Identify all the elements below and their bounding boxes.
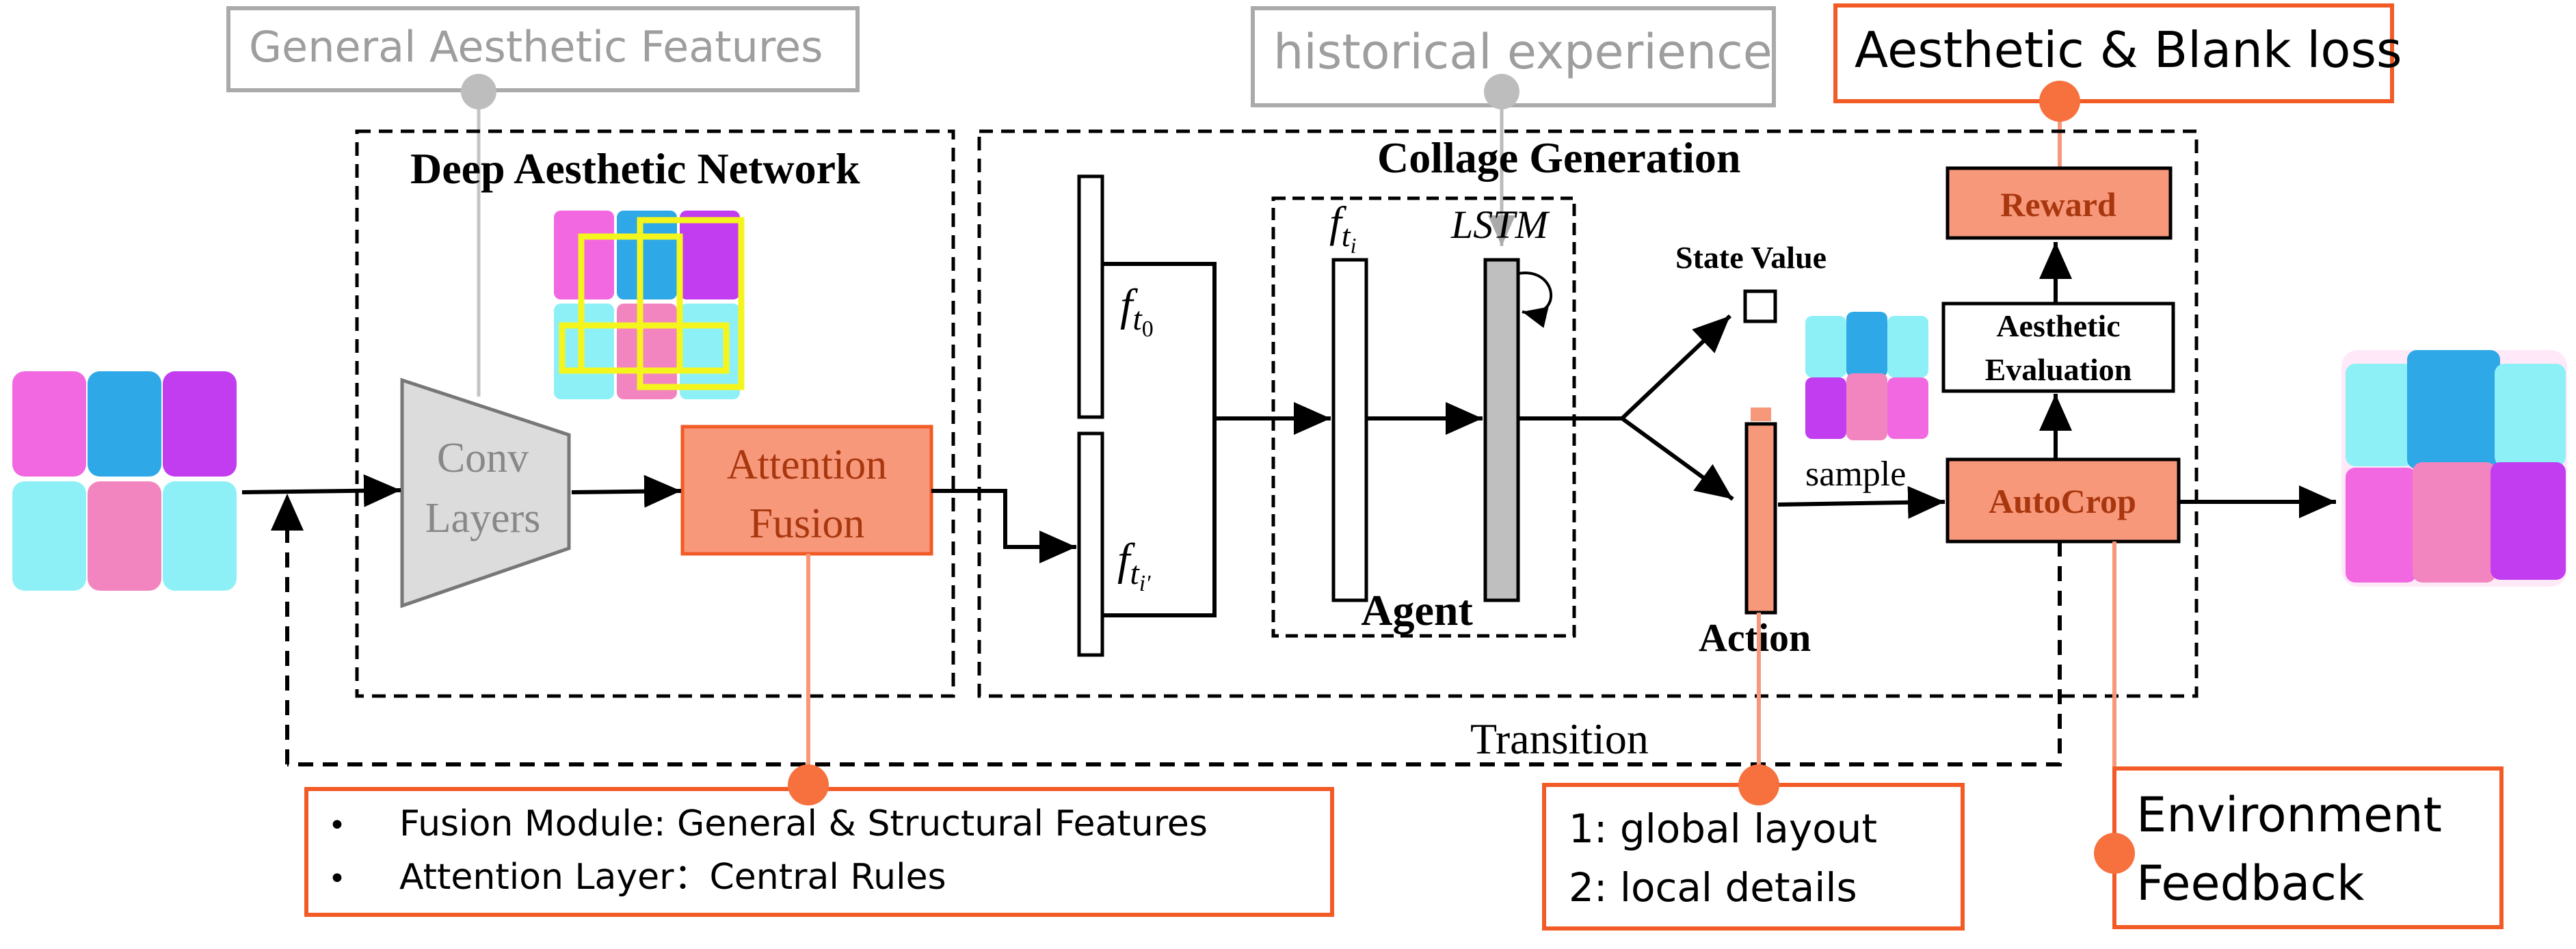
svg-text:•: • [328, 861, 346, 896]
lstm-bar [1483, 258, 1520, 602]
to-state-value-arrow [1620, 314, 1732, 420]
merge-bracket-top [1102, 262, 1217, 418]
attention-to-feature-arrow [931, 489, 1076, 563]
action-description-callout: 1: global layout 2: local details [1542, 764, 1965, 931]
action-item-1: 1: global layout [1569, 805, 1877, 852]
sampled-collage-image [1805, 312, 1928, 440]
transition-loop: Transition [271, 494, 2062, 766]
svg-text:•: • [328, 808, 346, 843]
action-to-autocrop-arrow [1777, 485, 1946, 519]
conv-layers-label-1: Conv [437, 435, 529, 481]
orange-connector-dot [2039, 81, 2080, 122]
aesthetic-blank-loss-label: Aesthetic & Blank loss [1855, 21, 2402, 79]
historical-experience-label: historical experience [1273, 24, 1772, 80]
attention-fusion-label-2: Fusion [749, 500, 865, 547]
attention-fusion-block: Attention Fusion [680, 425, 933, 785]
autocrop-block: AutoCrop [1946, 457, 2181, 544]
state-value-box [1743, 289, 1777, 323]
feature-bar-f-t0 [1077, 174, 1104, 419]
output-collage-image [2341, 350, 2567, 587]
autocrop-label: AutoCrop [1989, 482, 2136, 520]
collage-generation-title: Collage Generation [1377, 133, 1740, 182]
general-features-callout: General Aesthetic Features [226, 6, 860, 397]
reward-label: Reward [2000, 185, 2116, 224]
fusion-bullet-1: Fusion Module: General & Structural Feat… [399, 803, 1208, 844]
conv-layers-block: Conv Layers [400, 377, 571, 609]
agent-input-bar [1331, 258, 1368, 602]
feature-label-f-ti-prime: fti′ [1117, 535, 1151, 596]
feature-bar-f-ti-prime [1077, 431, 1104, 657]
action-bar-cap [1751, 407, 1771, 421]
deep-aesthetic-network-box [355, 129, 955, 698]
orange-connector-dot [1738, 764, 1779, 805]
gray-connector-dot [1484, 74, 1519, 109]
attention-heatmap-image [554, 211, 745, 399]
to-action-arrow [1621, 416, 1734, 501]
environment-feedback-label-1: Environment [2136, 787, 2442, 843]
conv-layers-label-2: Layers [425, 495, 541, 542]
action-item-2: 2: local details [1569, 864, 1857, 911]
general-features-label: General Aesthetic Features [249, 22, 823, 72]
aesthetic-eval-label-2: Evaluation [1985, 352, 2132, 387]
orange-connector-dot [2094, 833, 2135, 874]
orange-connector-dot [788, 764, 829, 805]
action-bar [1744, 422, 1777, 615]
lstm-recurrent-loop [1517, 271, 1553, 328]
attention-fusion-label-1: Attention [727, 442, 887, 488]
deep-aesthetic-network-title: Deep Aesthetic Network [410, 144, 860, 193]
state-value-label: State Value [1675, 240, 1827, 275]
sample-label: sample [1805, 455, 1906, 494]
merge-bracket-bottom [1102, 418, 1217, 617]
historical-experience-callout: historical experience [1251, 6, 1776, 246]
aesthetic-evaluation-block: Aesthetic Evaluation [1941, 302, 2175, 393]
input-to-conv-arrow [241, 474, 401, 507]
environment-feedback-callout: Environment Feedback [2094, 766, 2504, 929]
environment-feedback-label-2: Feedback [2136, 855, 2365, 911]
lstm-label: LSTM [1450, 202, 1550, 247]
agent-title: Agent [1361, 586, 1473, 634]
fusion-bullet-2: Attention Layer：Central Rules [399, 857, 946, 898]
gray-connector-dot [461, 74, 496, 109]
aesthetic-eval-label-1: Aesthetic [1996, 308, 2120, 343]
agent-feature-label: fti [1329, 198, 1356, 258]
aesthetic-blank-loss-callout: Aesthetic & Blank loss [1833, 3, 2402, 167]
reward-block: Reward [1946, 166, 2173, 240]
action-label: Action [1699, 615, 1811, 660]
collage-generation-box [977, 129, 2199, 698]
feature-label-f-t0: ft0 [1120, 280, 1154, 342]
input-collage-image [12, 371, 237, 591]
conv-to-attention-arrow [571, 474, 682, 508]
transition-label: Transition [1470, 714, 1649, 763]
fusion-description-callout: • Fusion Module: General & Structural Fe… [304, 764, 1334, 917]
